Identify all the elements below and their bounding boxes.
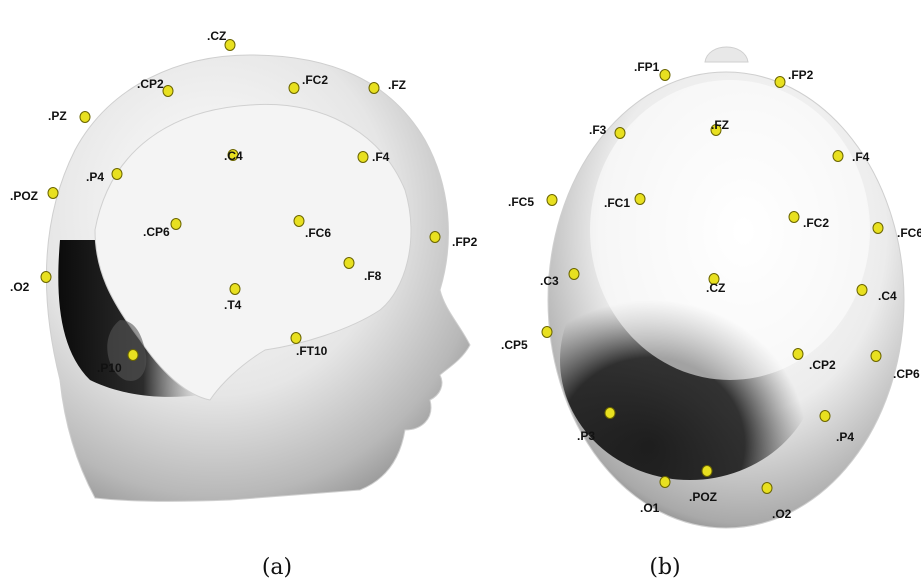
electrode-marker-b-c4: [857, 285, 867, 296]
electrode-marker-b-cp2: [793, 349, 803, 360]
electrode-label-b-o2: .O2: [772, 507, 792, 521]
electrode-marker-b-cp6: [871, 351, 881, 362]
electrode-label-a-cp2: .CP2: [137, 77, 164, 91]
electrode-label-b-fp1: .FP1: [634, 60, 660, 74]
electrode-marker-b-f4: [833, 151, 843, 162]
electrode-marker-b-fp1: [660, 70, 670, 81]
electrode-marker-b-p3: [605, 408, 615, 419]
electrode-marker-a-pz: [80, 112, 90, 123]
electrode-label-a-p10: .P10: [97, 361, 122, 375]
electrode-label-b-o1: .O1: [640, 501, 660, 515]
electrode-marker-b-fp2: [775, 77, 785, 88]
electrode-label-b-poz: .POZ: [689, 490, 717, 504]
electrode-label-a-fp2: .FP2: [452, 235, 478, 249]
electrode-label-a-cp6: .CP6: [143, 225, 170, 239]
electrode-marker-b-o2: [762, 483, 772, 494]
caption-a: (a): [262, 555, 292, 580]
electrode-marker-b-cp5: [542, 327, 552, 338]
electrode-label-a-ft10: .FT10: [296, 344, 328, 358]
electrode-label-b-fc2: .FC2: [803, 216, 829, 230]
electrode-marker-a-fz: [369, 83, 379, 94]
electrode-label-b-c4: .C4: [878, 289, 897, 303]
electrode-marker-a-fc2: [289, 83, 299, 94]
electrode-marker-b-fc1: [635, 194, 645, 205]
panel-a: [46, 55, 470, 501]
electrode-label-a-cz: .CZ: [207, 29, 226, 43]
electrode-label-b-cp2: .CP2: [809, 358, 836, 372]
electrode-label-b-cp6: .CP6: [893, 367, 920, 381]
electrode-label-b-p4: .P4: [836, 430, 854, 444]
electrode-label-a-p4: .P4: [86, 170, 104, 184]
electrode-marker-b-fc2: [789, 212, 799, 223]
electrode-marker-b-fc5: [547, 195, 557, 206]
electrode-marker-a-t4: [230, 284, 240, 295]
electrode-marker-b-poz: [702, 466, 712, 477]
electrode-label-b-f4: .F4: [852, 150, 870, 164]
electrode-marker-b-p4: [820, 411, 830, 422]
electrode-label-b-cp5: .CP5: [501, 338, 528, 352]
electrode-label-a-o2: .O2: [10, 280, 30, 294]
electrode-marker-a-fp2: [430, 232, 440, 243]
electrode-marker-b-o1: [660, 477, 670, 488]
electrode-marker-a-p10: [128, 350, 138, 361]
electrode-label-b-c3: .C3: [540, 274, 559, 288]
electrode-marker-b-fc6: [873, 223, 883, 234]
electrode-marker-b-f3: [615, 128, 625, 139]
electrode-label-b-fc5: .FC5: [508, 195, 534, 209]
electrode-label-b-f3: .F3: [589, 123, 607, 137]
head-highlight-b: [590, 80, 870, 380]
electrode-label-a-fc2: .FC2: [302, 73, 328, 87]
electrode-marker-a-o2: [41, 272, 51, 283]
electrode-label-a-f4: .F4: [372, 150, 390, 164]
caption-b: (b): [649, 555, 680, 580]
electrode-marker-a-cp2: [163, 86, 173, 97]
electrode-label-a-pz: .PZ: [48, 109, 67, 123]
electrode-marker-a-f8: [344, 258, 354, 269]
electrode-label-b-fp2: .FP2: [788, 68, 814, 82]
electrode-label-b-cz: .CZ: [706, 281, 725, 295]
electrode-label-a-f8: .F8: [364, 269, 382, 283]
electrode-label-b-fz: .FZ: [711, 118, 729, 132]
nose-b: [705, 47, 748, 62]
electrode-marker-a-p4: [112, 169, 122, 180]
electrode-marker-a-poz: [48, 188, 58, 199]
electrode-marker-a-fc6: [294, 216, 304, 227]
electrode-marker-a-cz: [225, 40, 235, 51]
electrode-marker-b-c3: [569, 269, 579, 280]
electrode-marker-a-f4: [358, 152, 368, 163]
electrode-marker-a-ft10: [291, 333, 301, 344]
electrode-label-a-c4: .C4: [224, 149, 243, 163]
electrode-label-a-fz: .FZ: [388, 78, 406, 92]
electrode-label-a-t4: .T4: [224, 298, 242, 312]
electrode-label-a-poz: .POZ: [10, 189, 38, 203]
electrode-marker-a-cp6: [171, 219, 181, 230]
electrode-label-a-fc6: .FC6: [305, 226, 331, 240]
electrode-label-b-fc6: .FC6: [897, 226, 921, 240]
electrode-label-b-fc1: .FC1: [604, 196, 630, 210]
electrode-label-b-p3: .P3: [577, 429, 595, 443]
